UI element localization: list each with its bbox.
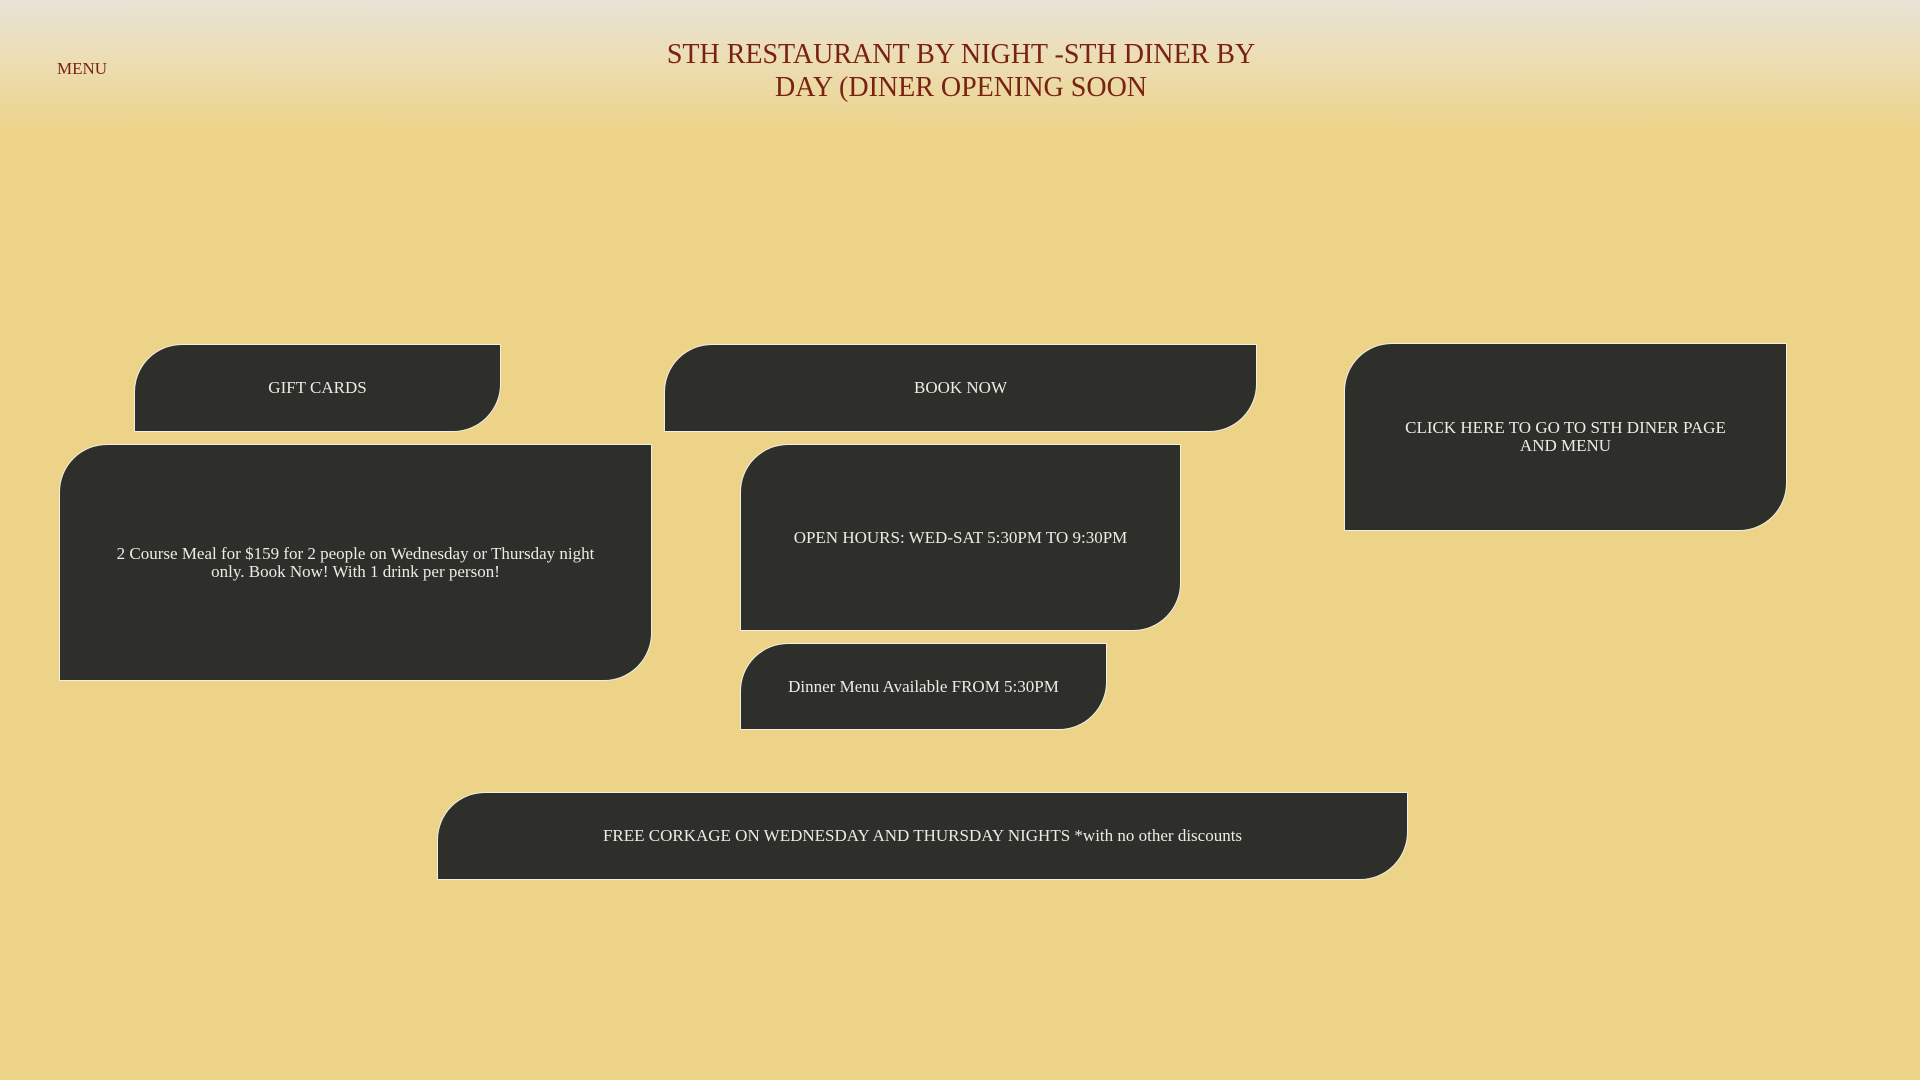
free-corkage-tile[interactable]: FREE CORKAGE ON WEDNESDAY AND THURSDAY N… bbox=[437, 792, 1408, 880]
book-now-label: BOOK NOW bbox=[913, 378, 1008, 397]
page-title: STH RESTAURANT BY NIGHT -STH DINER BY DA… bbox=[666, 39, 1256, 103]
gift-cards-label: GIFT CARDS bbox=[268, 378, 367, 397]
diner-page-label: CLICK HERE TO GO TO STH DINER PAGE AND M… bbox=[1405, 418, 1726, 455]
menu-button[interactable]: MENU bbox=[57, 59, 108, 78]
book-now-button[interactable]: BOOK NOW bbox=[664, 344, 1257, 432]
free-corkage-text: FREE CORKAGE ON WEDNESDAY AND THURSDAY N… bbox=[602, 826, 1243, 845]
course-meal-text: 2 Course Meal for $159 for 2 people on W… bbox=[116, 543, 595, 581]
diner-page-button[interactable]: CLICK HERE TO GO TO STH DINER PAGE AND M… bbox=[1344, 343, 1787, 531]
gift-cards-button[interactable]: GIFT CARDS bbox=[134, 344, 501, 432]
open-hours-tile[interactable]: OPEN HOURS: WED-SAT 5:30PM TO 9:30PM bbox=[740, 444, 1181, 631]
dinner-menu-button[interactable]: Dinner Menu Available FROM 5:30PM bbox=[740, 643, 1107, 730]
dinner-menu-label: Dinner Menu Available FROM 5:30PM bbox=[788, 676, 1059, 696]
open-hours-text: OPEN HOURS: WED-SAT 5:30PM TO 9:30PM bbox=[793, 527, 1128, 547]
course-meal-offer[interactable]: 2 Course Meal for $159 for 2 people on W… bbox=[59, 444, 652, 681]
